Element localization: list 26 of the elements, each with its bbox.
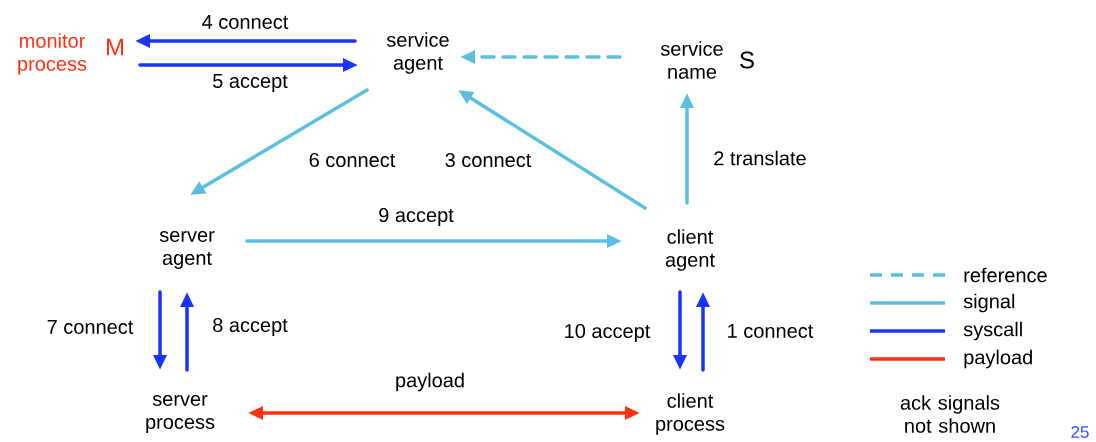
letter-label: M: [107, 38, 124, 56]
page-number: 25: [1071, 425, 1089, 438]
node-label: client agent: [665, 229, 715, 271]
node-label: monitor process: [18, 33, 87, 75]
edge-label: 8 accept: [211, 316, 289, 338]
edge-label: 2 translate: [712, 149, 808, 167]
edge-label: 4 connect: [200, 14, 290, 30]
edge-label: 3 connect: [443, 151, 533, 169]
node-label: service name: [660, 41, 723, 79]
edge-label: 9 accept: [377, 206, 455, 228]
legend-label: reference: [964, 267, 1047, 283]
edge-label: 7 connect: [45, 319, 135, 335]
node-label: server agent: [159, 231, 215, 269]
note-text: ack signals not shown: [900, 395, 1000, 433]
node-label: service agent: [386, 32, 449, 74]
legend-label: payload: [964, 349, 1032, 369]
edge-label: payload: [394, 371, 467, 393]
node-label: client process: [656, 393, 725, 435]
legend-label: signal: [963, 293, 1015, 313]
edge-label: 10 accept: [562, 322, 652, 344]
letter-label: S: [740, 51, 754, 69]
node-label: server process: [146, 395, 215, 433]
legend-label: syscall: [963, 321, 1022, 341]
edge-label: 6 connect: [307, 151, 397, 169]
edge-label: 5 accept: [211, 73, 289, 93]
edge-label: 1 connect: [725, 323, 815, 339]
